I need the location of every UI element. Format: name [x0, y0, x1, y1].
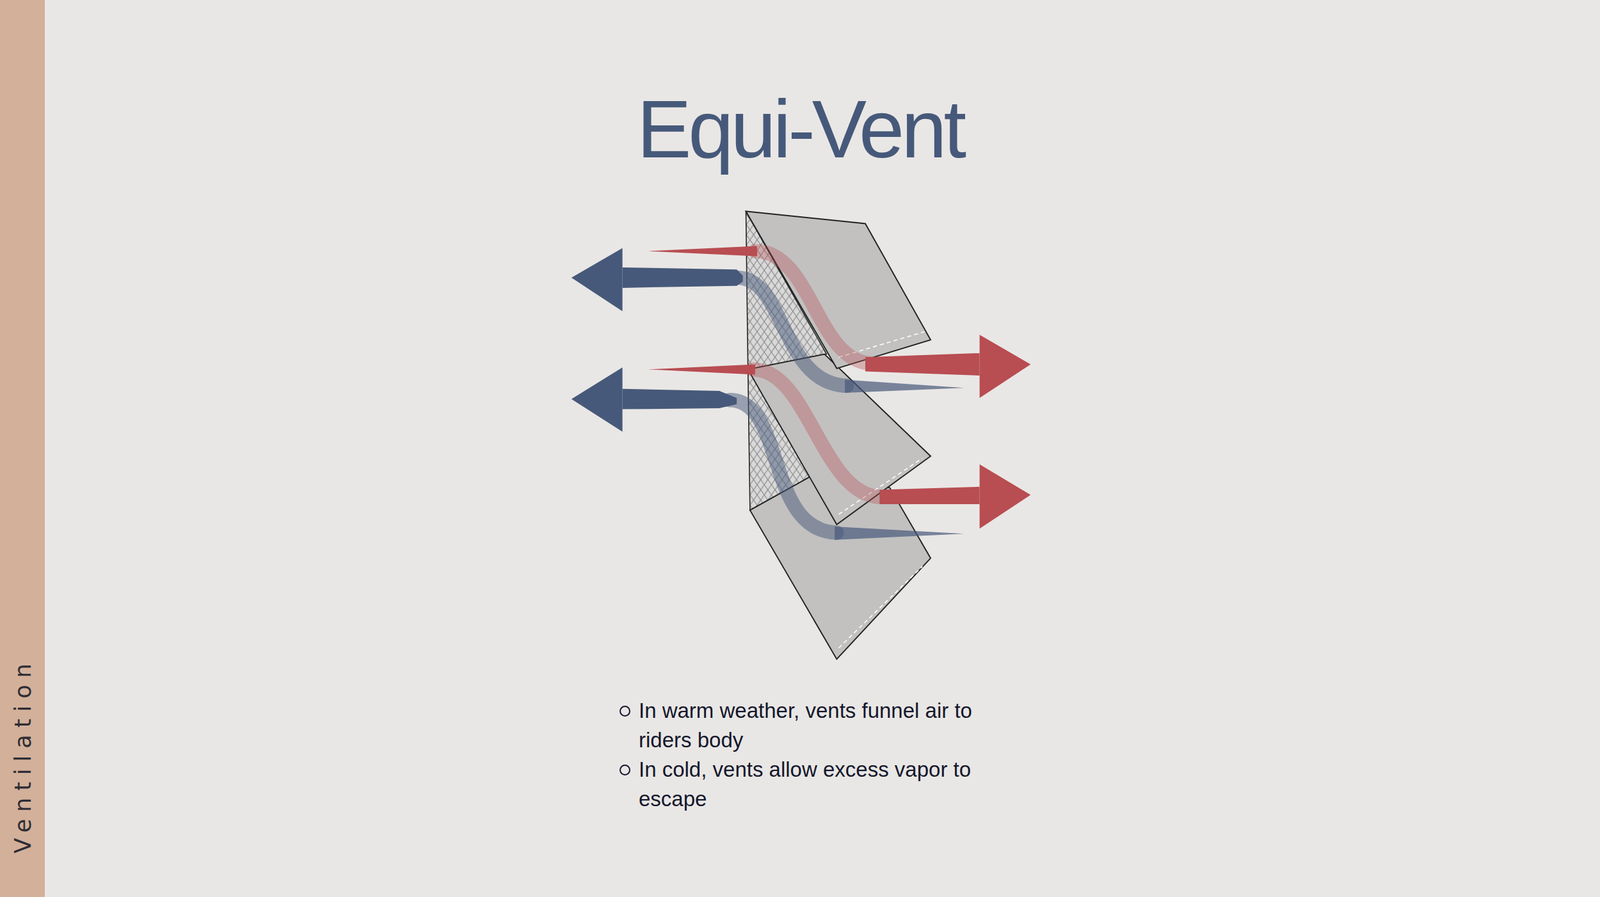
slide-title: Equi-Vent [0, 81, 1600, 176]
bullet-marker [619, 705, 631, 717]
bullet-marker [619, 764, 631, 776]
bullet-text: In cold, vents allow excess vapor to esc… [638, 755, 998, 815]
sidebar-label: Ventilation [10, 656, 36, 854]
bullet-text: In warm weather, vents funnel air to rid… [638, 696, 998, 756]
